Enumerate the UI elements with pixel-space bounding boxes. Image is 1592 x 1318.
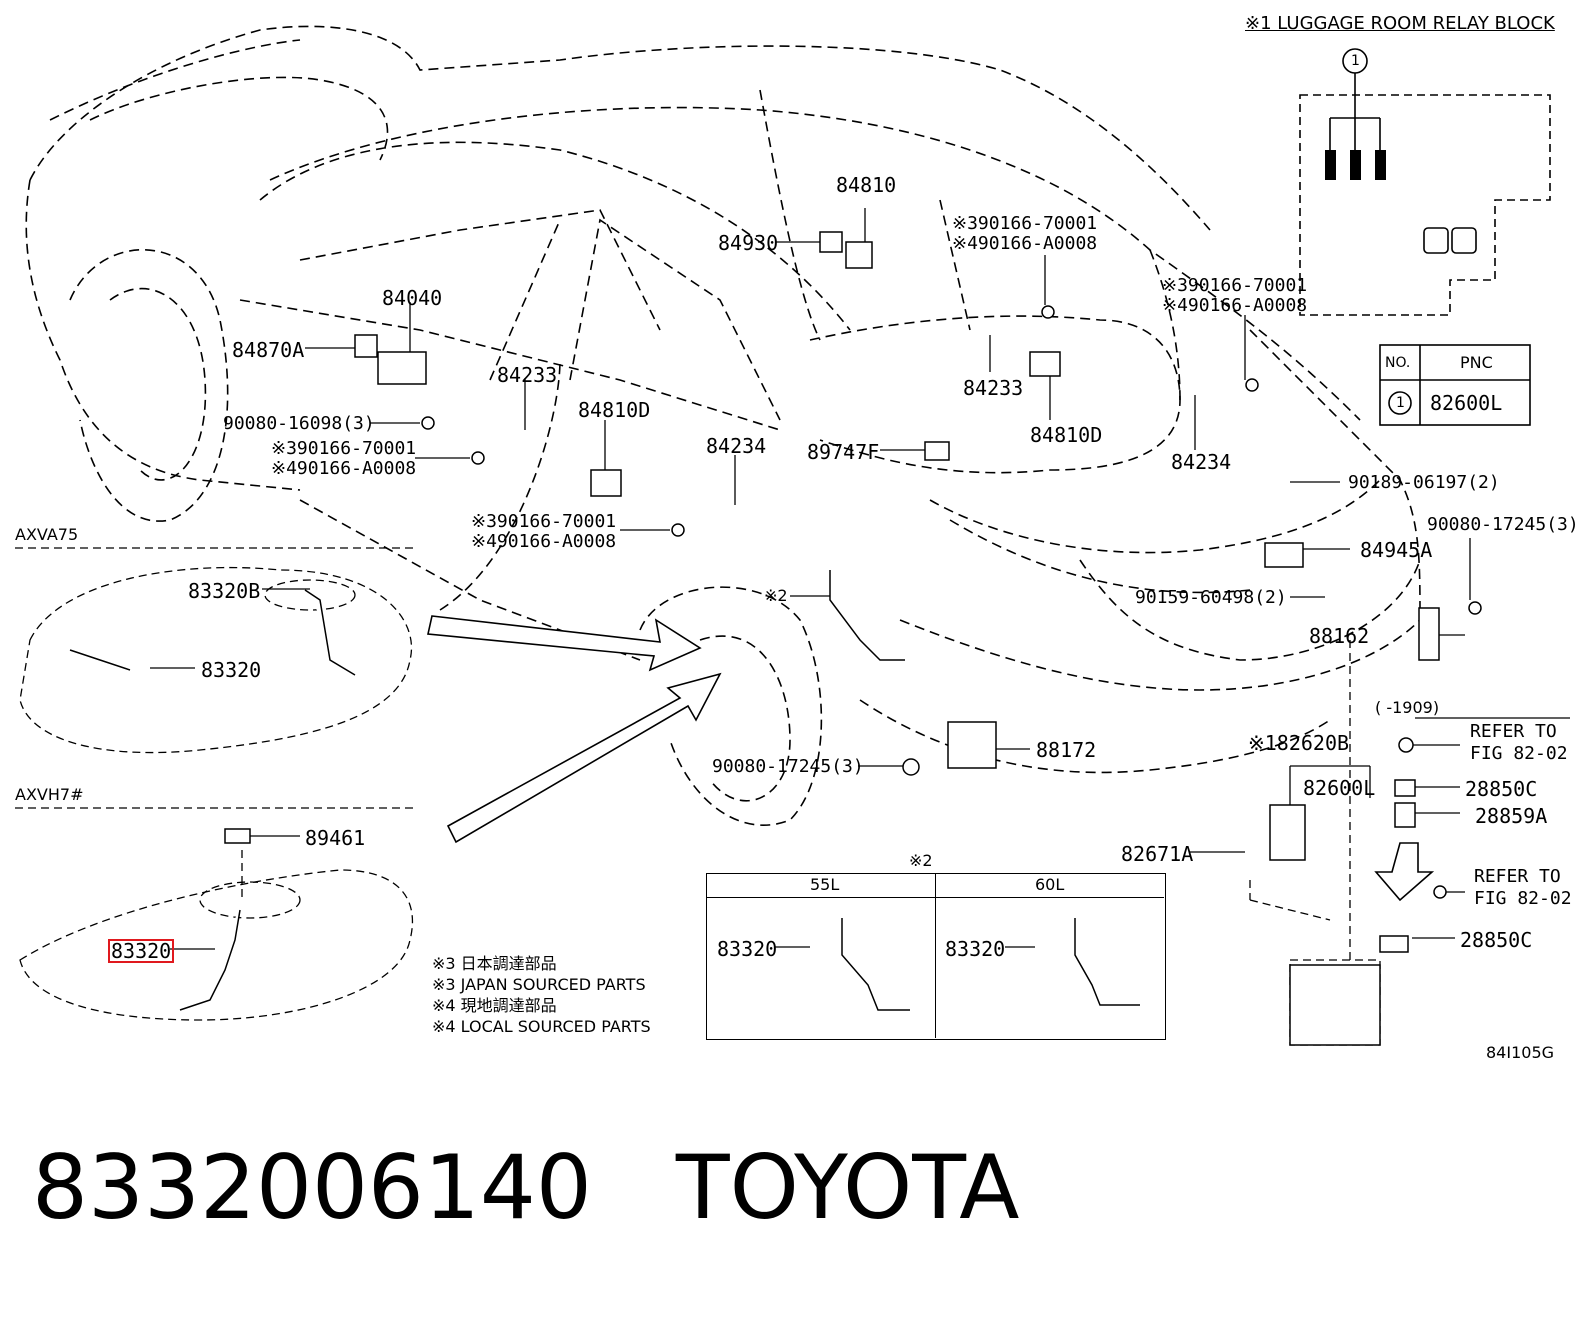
part-84233-left[interactable]: 84233 xyxy=(497,363,558,387)
tank-gauge-table-column xyxy=(935,873,936,1038)
part-90189-06197[interactable]: 90189-06197(2) xyxy=(1348,472,1500,493)
part-83320-axvh-highlighted[interactable]: 83320 xyxy=(108,939,175,963)
part-89461[interactable]: 89461 xyxy=(305,826,366,850)
caption-part-number: 8332006140 xyxy=(32,1136,592,1239)
part-caption: 8332006140 TOYOTA xyxy=(32,1138,1019,1238)
legend-japan-en: ※3 JAPAN SOURCED PARTS xyxy=(432,975,646,994)
date-range: ( -1909) xyxy=(1375,698,1440,717)
pnc-header-no: NO. xyxy=(1385,355,1411,371)
legend-local-jp: ※4 現地調達部品 xyxy=(432,996,557,1015)
part-82620b[interactable]: ※182620B xyxy=(1248,731,1350,755)
relay-callout-number: 1 xyxy=(1351,53,1360,69)
pnc-header-pnc: PNC xyxy=(1460,353,1493,372)
part-84810d-left[interactable]: 84810D xyxy=(578,398,651,422)
screw-local-1[interactable]: ※490166-A0008 xyxy=(952,233,1098,254)
screw-japan-2[interactable]: ※390166-70001 xyxy=(1162,275,1308,296)
parts-glyphs xyxy=(69,231,1482,1046)
part-28850c-top[interactable]: 28850C xyxy=(1465,777,1538,801)
part-83320-60l[interactable]: 83320 xyxy=(945,937,1006,961)
part-84930[interactable]: 84930 xyxy=(718,231,779,255)
screw-local-3[interactable]: ※490166-A0008 xyxy=(271,458,417,479)
tank-gauge-table xyxy=(706,873,1166,1040)
part-83320-axva[interactable]: 83320 xyxy=(201,658,262,682)
caption-brand: TOYOTA xyxy=(675,1136,1020,1239)
legend-local-en: ※4 LOCAL SOURCED PARTS xyxy=(432,1017,651,1036)
direction-arrows xyxy=(427,615,1435,902)
part-82600l[interactable]: 82600L xyxy=(1303,776,1376,800)
screw-local-2[interactable]: ※490166-A0008 xyxy=(1162,295,1308,316)
variant-axvh7: AXVH7# xyxy=(15,785,84,804)
part-88162[interactable]: 88162 xyxy=(1309,624,1370,648)
variant-axva75: AXVA75 xyxy=(15,525,79,544)
star2-note: ※2 xyxy=(764,586,788,605)
part-28859a[interactable]: 28859A xyxy=(1475,804,1548,828)
part-89747f[interactable]: 89747F xyxy=(807,440,880,464)
part-84945a[interactable]: 84945A xyxy=(1360,538,1433,562)
part-90080-17245-right[interactable]: 90080-17245(3) xyxy=(1427,514,1579,535)
part-90080-17245-left[interactable]: 90080-17245(3) xyxy=(712,756,864,777)
part-84234-right[interactable]: 84234 xyxy=(1171,450,1232,474)
screw-japan-1[interactable]: ※390166-70001 xyxy=(952,213,1098,234)
part-88172[interactable]: 88172 xyxy=(1036,738,1097,762)
part-28850c-bottom[interactable]: 28850C xyxy=(1460,928,1533,952)
screw-japan-4[interactable]: ※390166-70001 xyxy=(471,511,617,532)
relay-block-title: ※1 LUGGAGE ROOM RELAY BLOCK xyxy=(1245,13,1555,34)
refer-note-2: REFER TO xyxy=(1474,866,1561,887)
column-55l: 55L xyxy=(810,875,840,894)
column-60l: 60L xyxy=(1035,875,1065,894)
part-84040[interactable]: 84040 xyxy=(382,286,443,310)
part-84870a[interactable]: 84870A xyxy=(232,338,305,362)
part-84810[interactable]: 84810 xyxy=(836,173,897,197)
relay-block-outline xyxy=(1299,94,1551,316)
part-90159-60498[interactable]: 90159-60498(2) xyxy=(1135,587,1287,608)
part-82671a[interactable]: 82671A xyxy=(1121,842,1194,866)
vehicle-outline xyxy=(25,25,1421,826)
refer-note-2-fig: FIG 82-02 xyxy=(1474,888,1572,909)
figure-code: 84I105G xyxy=(1486,1043,1555,1062)
relay-block-detail xyxy=(1329,48,1477,254)
screw-local-4[interactable]: ※490166-A0008 xyxy=(471,531,617,552)
screw-japan-3[interactable]: ※390166-70001 xyxy=(271,438,417,459)
refer-note-1-fig: FIG 82-02 xyxy=(1470,743,1568,764)
refer-note-1: REFER TO xyxy=(1470,721,1557,742)
part-84233-right[interactable]: 84233 xyxy=(963,376,1024,400)
relay-fuses xyxy=(1325,150,1386,180)
part-84234-left[interactable]: 84234 xyxy=(706,434,767,458)
pnc-row-no: 1 xyxy=(1396,395,1405,411)
pnc-row-pnc: 82600L xyxy=(1430,391,1503,415)
legend-japan-jp: ※3 日本調達部品 xyxy=(432,954,557,973)
part-83320b[interactable]: 83320B xyxy=(188,579,261,603)
part-84810d-right[interactable]: 84810D xyxy=(1030,423,1103,447)
parts-diagram xyxy=(15,25,1570,1046)
pnc-table-frame xyxy=(1379,344,1531,426)
star2-box-label: ※2 xyxy=(909,851,933,870)
part-83320-55l[interactable]: 83320 xyxy=(717,937,778,961)
part-90080-16098[interactable]: 90080-16098(3) xyxy=(223,413,375,434)
